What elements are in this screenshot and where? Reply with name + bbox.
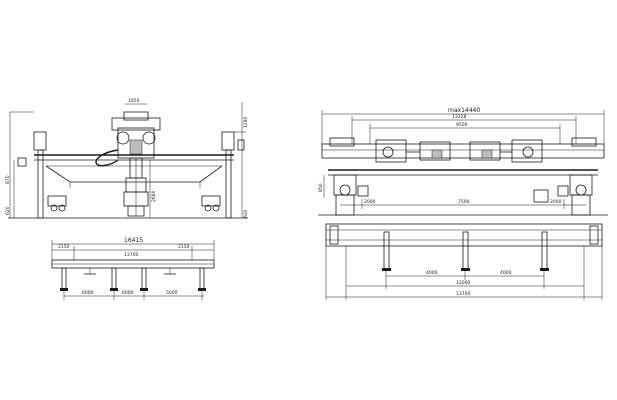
left-bottom-dimensions: 16415 2150 13700 2150 6000 6000 5000 [58, 237, 190, 296]
right-bottom-view [325, 223, 603, 300]
dim-right-span: 2000 [550, 199, 562, 205]
dim-bottom-left: 6000 [82, 290, 94, 296]
right-top-dimensions: max14440 13328 9500 850 2000 7500 2000 [318, 107, 562, 205]
dim-right-vertical: 1280 [243, 116, 249, 128]
dim-mid-span: 7500 [458, 199, 470, 205]
right-bottom-dimensions: 4000 4000 12000 13700 [426, 270, 512, 297]
dim-right-seg: 2150 [178, 244, 190, 250]
dim-third: 9500 [456, 122, 468, 128]
left-bottom-view [51, 240, 215, 300]
dim-top-small: 1850 [128, 98, 140, 104]
left-top-dimensions: 1850 1280 870 620 2680 620 [5, 98, 249, 218]
right-top-view [318, 110, 608, 216]
dim-left-seg: 2150 [58, 244, 70, 250]
dim-right-bottom: 620 [243, 209, 249, 218]
dim-right-seg-rb: 4000 [500, 270, 512, 276]
dim-left-span: 2000 [364, 199, 376, 205]
dim-overall: max14440 [448, 107, 480, 114]
dim-total: 16415 [124, 237, 143, 244]
left-top-view [8, 102, 248, 219]
dim-mid-seg: 13700 [124, 252, 138, 258]
dim-left-seg-rb: 4000 [426, 270, 438, 276]
dim-inner: 12000 [456, 280, 470, 286]
dim-left-height: 850 [318, 183, 324, 192]
dim-second: 13328 [452, 114, 466, 120]
dim-left-bottom: 620 [5, 206, 11, 215]
dim-bottom-mid: 6000 [122, 290, 134, 296]
dim-overall-rb: 13700 [456, 291, 470, 297]
dim-bottom-right: 5000 [166, 290, 178, 296]
dim-mid-vertical: 2680 [151, 190, 157, 202]
dim-left-small: 870 [5, 175, 11, 184]
